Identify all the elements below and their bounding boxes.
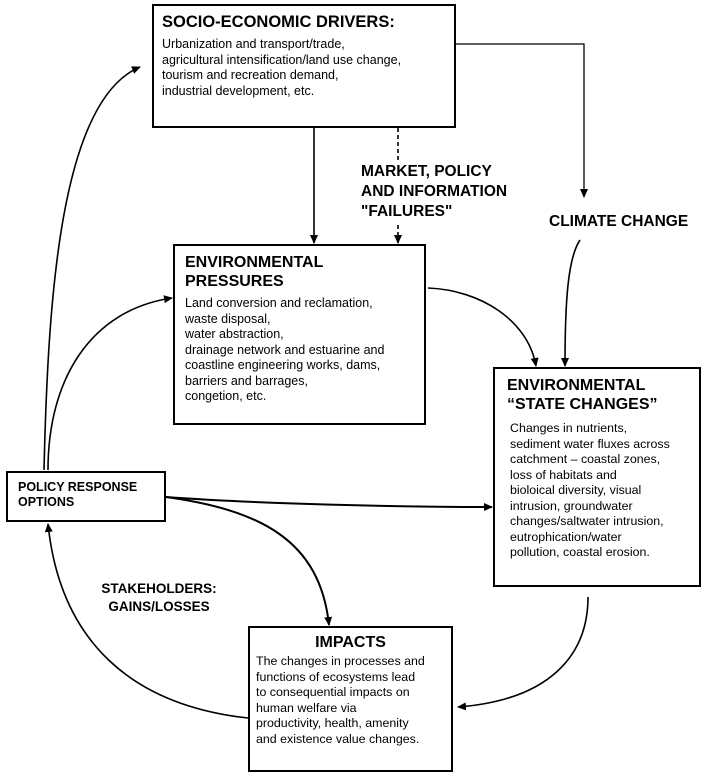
impacts-line: productivity, health, amenity (256, 716, 409, 730)
state-line: sediment water fluxes across (510, 436, 670, 451)
arrow-impacts-to-policy (44, 523, 249, 719)
impacts-line: functions of ecosystems lead (256, 669, 416, 684)
arrow-pressures-to-state (427, 287, 539, 367)
state-line: loss of habitats and (510, 467, 617, 482)
drivers-line: agricultural intensification/land use ch… (162, 52, 402, 67)
socio-economic-drivers-box: SOCIO-ECONOMIC DRIVERS: Urbanization and… (152, 4, 456, 128)
market-label-line: MARKET, POLICY (361, 163, 492, 180)
arrow-state-to-impacts (457, 596, 589, 711)
arrow-policy-to-pressures (47, 295, 173, 471)
arrow-policy-to-impacts (165, 496, 333, 626)
pressures-title: ENVIRONMENTAL PRESSURES (185, 253, 414, 291)
arrow-policy-to-state (165, 496, 493, 511)
impacts-line: and existence value changes. (256, 731, 420, 746)
policy-response-options-box: POLICY RESPONSE OPTIONS (6, 471, 166, 522)
stakeholders-gains-losses-label: STAKEHOLDERS: GAINS/LOSSES (84, 580, 234, 616)
drivers-title: SOCIO-ECONOMIC DRIVERS: (162, 13, 395, 31)
pressures-line: water abstraction, (185, 327, 284, 341)
policy-title-line: POLICY RESPONSE (18, 480, 138, 494)
pressures-title-line: PRESSURES (185, 273, 284, 290)
market-label-line: AND INFORMATION (361, 183, 508, 200)
state-line: intrusion, groundwater (510, 498, 633, 513)
state-title: ENVIRONMENTAL “STATE CHANGES” (503, 376, 691, 414)
market-label-line: "FAILURES" (361, 203, 453, 220)
policy-title-line: OPTIONS (18, 495, 75, 509)
impacts-body: The changes in processes and functions o… (256, 654, 445, 747)
impacts-line: human welfare via (256, 700, 357, 715)
state-line: catchment – coastal zones, (510, 452, 661, 466)
pressures-line: coastline engineering works, dams, (185, 358, 381, 372)
impacts-box: IMPACTS The changes in processes and fun… (248, 626, 453, 772)
market-policy-failures-label: MARKET, POLICY AND INFORMATION "FAILURES… (361, 162, 531, 222)
policy-title: POLICY RESPONSE OPTIONS (18, 480, 154, 510)
drivers-line: Urbanization and transport/trade, (162, 37, 345, 51)
pressures-body: Land conversion and reclamation, waste d… (185, 296, 414, 405)
state-line: eutrophication/water (510, 529, 622, 544)
state-title-line: “STATE CHANGES” (507, 396, 658, 413)
impacts-title: IMPACTS (315, 634, 386, 651)
state-line: Changes in nutrients, (510, 421, 628, 435)
state-title-line: ENVIRONMENTAL (507, 377, 646, 394)
arrow-drivers-to-climate (456, 43, 588, 198)
state-line: changes/saltwater intrusion, (510, 514, 664, 528)
arrow-policy-to-drivers (43, 66, 141, 471)
impacts-line: to consequential impacts on (256, 685, 410, 699)
pressures-line: barriers and barrages, (185, 373, 308, 388)
pressures-line: waste disposal, (185, 311, 271, 326)
pressures-title-line: ENVIRONMENTAL (185, 254, 324, 271)
state-body: Changes in nutrients, sediment water flu… (503, 421, 691, 561)
arrow-climate-to-state (561, 239, 581, 367)
environmental-state-changes-box: ENVIRONMENTAL “STATE CHANGES” Changes in… (493, 367, 701, 587)
pressures-line: Land conversion and reclamation, (185, 296, 373, 310)
climate-change-label: CLIMATE CHANGE (549, 213, 689, 230)
impacts-line: The changes in processes and (256, 654, 425, 668)
drivers-line: tourism and recreation demand, (162, 68, 339, 82)
stakeholders-label-line: GAINS/LOSSES (108, 599, 210, 614)
pressures-line: congetion, etc. (185, 389, 267, 403)
environmental-pressures-box: ENVIRONMENTAL PRESSURES Land conversion … (173, 244, 426, 425)
state-line: pollution, coastal erosion. (510, 545, 650, 559)
drivers-body: Urbanization and transport/trade, agricu… (162, 37, 446, 99)
stakeholders-label-line: STAKEHOLDERS: (101, 581, 217, 596)
state-line: bioloical diversity, visual (510, 483, 642, 497)
pressures-line: drainage network and estuarine and (185, 342, 385, 357)
drivers-line: industrial development, etc. (162, 83, 315, 98)
